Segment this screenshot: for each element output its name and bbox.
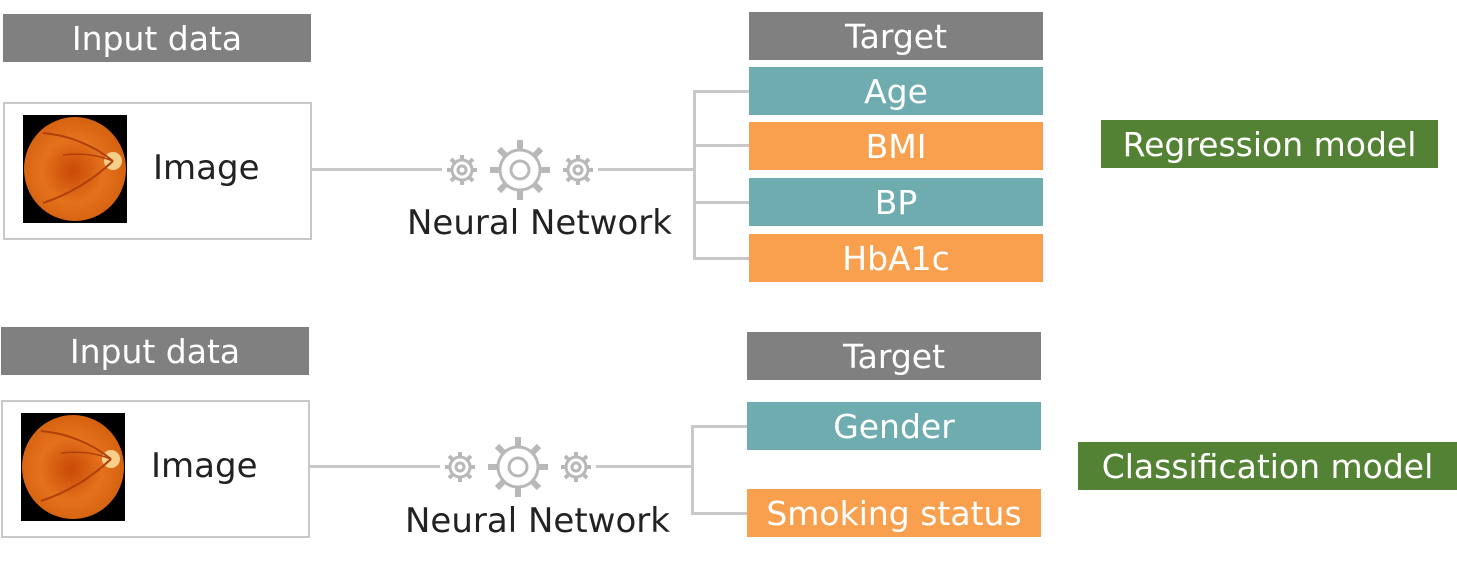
- regression-model-label: Regression model: [1101, 120, 1438, 168]
- target-bmi: BMI: [749, 122, 1043, 170]
- target-smoking-status: Smoking status: [747, 489, 1041, 537]
- input-data-header-classification: Input data: [1, 327, 309, 375]
- connector-line: [598, 168, 695, 171]
- input-data-header-regression: Input data: [3, 14, 311, 62]
- image-input-box-classification: Image: [1, 400, 310, 538]
- classification-model-label: Classification model: [1078, 442, 1457, 490]
- retina-fundus-image: [23, 115, 127, 223]
- image-label: Image: [153, 148, 260, 188]
- bracket-line: [691, 425, 694, 515]
- image-label: Image: [151, 446, 258, 486]
- target-bp: BP: [749, 178, 1043, 226]
- gears-icon: [438, 432, 598, 502]
- retina-fundus-image: [21, 413, 125, 521]
- gears-icon: [440, 135, 600, 205]
- target-header-regression: Target: [749, 12, 1043, 60]
- image-input-box-regression: Image: [3, 102, 312, 240]
- bracket-branch: [691, 512, 747, 515]
- target-hba1c: HbA1c: [749, 234, 1043, 282]
- target-header-classification: Target: [747, 332, 1041, 380]
- bracket-branch: [693, 257, 749, 260]
- bracket-branch: [693, 144, 749, 147]
- bracket-branch: [693, 201, 749, 204]
- bracket-branch: [693, 90, 749, 93]
- bracket-branch: [691, 425, 747, 428]
- neural-network-label: Neural Network: [405, 501, 670, 541]
- connector-line: [312, 168, 442, 171]
- target-age: Age: [749, 67, 1043, 115]
- bracket-line: [693, 90, 696, 260]
- neural-network-label: Neural Network: [407, 203, 672, 243]
- connector-line: [310, 465, 440, 468]
- connector-line: [596, 465, 693, 468]
- target-gender: Gender: [747, 402, 1041, 450]
